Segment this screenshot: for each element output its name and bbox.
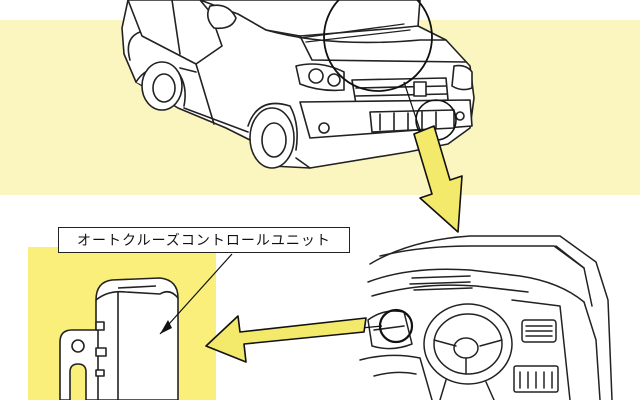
van-windshield — [199, 0, 421, 37]
leader-line — [159, 253, 233, 335]
callout-label-text: オートクルーズコントロールユニット — [77, 233, 331, 249]
steering-wheel — [423, 303, 513, 385]
van-side-window — [127, 0, 223, 65]
zoom-circle-windshield — [323, 0, 433, 92]
van-rear-wheel — [141, 61, 183, 111]
arrow-down-icon — [403, 81, 463, 233]
van-front-wheel — [249, 107, 295, 169]
control-unit-module-icon — [59, 277, 179, 400]
van-headlight-left — [295, 63, 345, 92]
van-side-mirror — [206, 4, 237, 30]
dashboard-interior-icon — [359, 235, 613, 400]
van-lower-intake — [369, 109, 455, 133]
arrow-left-icon — [205, 315, 383, 363]
van-headlight-right — [451, 64, 473, 91]
callout-label: オートクルーズコントロールユニット — [58, 227, 350, 253]
van-emblem — [413, 81, 427, 97]
